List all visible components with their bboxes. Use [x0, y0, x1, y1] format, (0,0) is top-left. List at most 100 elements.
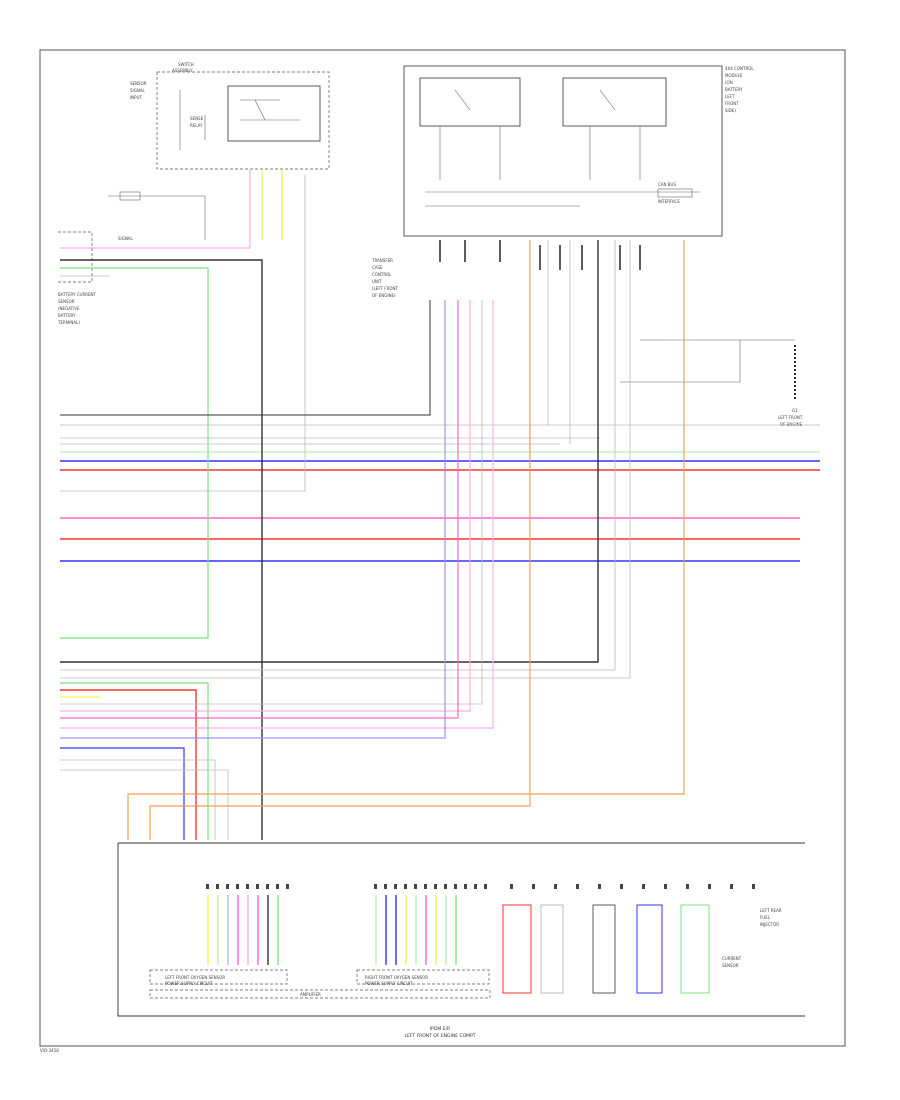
top-left-module-left-3: INPUT	[130, 95, 143, 100]
wire-layer	[60, 170, 820, 965]
right-ground-label-3: OF ENGINE	[780, 422, 803, 427]
pin-marker	[394, 884, 397, 889]
pin-marker	[286, 884, 289, 889]
pin-marker	[730, 884, 733, 889]
wire-21	[60, 689, 197, 840]
pin-marker	[424, 884, 427, 889]
wire-32	[149, 240, 531, 840]
svg-text:(LEFT FRONT: (LEFT FRONT	[372, 286, 398, 291]
pin-marker	[484, 884, 487, 889]
left-module: SIGNAL BATTERY CURRENT SENSOR (NEGATIVE …	[57, 231, 134, 325]
top-left-module-left-1: SENSOR	[130, 81, 147, 86]
wire-19	[60, 240, 631, 679]
top-left-module-left-2: SIGNAL	[130, 88, 146, 93]
pin-marker	[256, 884, 259, 889]
pin-marker	[554, 884, 557, 889]
bottom-mid-block: AMPLIFIER	[300, 992, 321, 997]
pin-marker	[598, 884, 601, 889]
top-right-inner-2: INTERFACE	[658, 199, 680, 204]
wire-14	[60, 259, 263, 840]
bottom-far-right-1: LEFT REAR	[760, 908, 782, 913]
bottom-sub-label-1: CURRENT	[722, 956, 742, 961]
pin-marker	[384, 884, 387, 889]
bottom-far-right-3: INJECTOR	[760, 922, 779, 927]
top-left-module-title-1: SWITCH	[178, 62, 194, 67]
wire-25	[60, 300, 459, 719]
top-right-title-3: (ON	[725, 80, 733, 85]
pin-marker	[206, 884, 209, 889]
pin-marker	[404, 884, 407, 889]
left-module-caption-4: BATTERY	[58, 313, 76, 318]
wire-24	[60, 300, 471, 712]
wire-29	[60, 759, 216, 840]
reference-code: V/D-3458	[40, 1048, 59, 1053]
pin-marker	[236, 884, 239, 889]
pin-marker	[620, 884, 623, 889]
wire-33	[60, 300, 431, 416]
wire-11	[60, 170, 251, 249]
wire-17	[60, 240, 599, 663]
right-ground-label-2: LEFT FRONT	[778, 415, 803, 420]
pin-marker	[246, 884, 249, 889]
wire-10	[60, 175, 306, 492]
diagram-frame	[39, 49, 846, 1047]
pin-layer	[206, 884, 755, 889]
top-right-title-7: SIDE)	[725, 108, 736, 113]
top-right-title-5: LEFT	[725, 94, 735, 99]
side-switch	[108, 191, 206, 240]
top-right-module: 4X4 CONTROL MODULE (ON BATTERY LEFT FRON…	[403, 65, 754, 237]
pin-marker	[414, 884, 417, 889]
pin-marker	[510, 884, 513, 889]
bottom-caption-1: IPDM E/R	[430, 1026, 450, 1032]
center-connector-caption: TRANSFER CASE CONTROL UNIT (LEFT FRONT O…	[371, 258, 398, 298]
bottom-right-block-2: POWER SUPPLY CIRCUIT	[365, 981, 413, 986]
bottom-sub-label-2: SENSOR	[722, 963, 739, 968]
right-ground-label-1: G1	[792, 408, 798, 413]
top-right-title-6: FRONT	[725, 101, 739, 106]
svg-text:CASE: CASE	[372, 265, 383, 270]
bottom-caption-2: LEFT FRONT OF ENGINE COMPT	[404, 1033, 475, 1039]
top-left-module-inner-1: SENSE	[190, 116, 204, 121]
svg-text:CONTROL: CONTROL	[372, 272, 392, 277]
right-ground: G1 LEFT FRONT OF ENGINE	[620, 339, 803, 427]
pin-marker	[752, 884, 755, 889]
pin-marker	[266, 884, 269, 889]
pin-marker	[216, 884, 219, 889]
pin-marker	[532, 884, 535, 889]
wire-20	[60, 682, 209, 840]
svg-text:OF ENGINE): OF ENGINE)	[372, 293, 396, 298]
wire-28	[60, 747, 185, 840]
wire-27	[60, 300, 446, 739]
left-module-pin-label: SIGNAL	[118, 236, 134, 241]
svg-text:UNIT: UNIT	[372, 279, 382, 284]
pin-marker	[686, 884, 689, 889]
pin-marker	[464, 884, 467, 889]
bottom-left-block-2: POWER SUPPLY CIRCUIT	[165, 981, 213, 986]
pin-marker	[708, 884, 711, 889]
pin-marker	[642, 884, 645, 889]
pin-marker	[454, 884, 457, 889]
top-left-module-title-2: ASSEMBLY	[172, 68, 193, 73]
left-module-caption-1: BATTERY CURRENT	[58, 292, 97, 297]
pin-marker	[434, 884, 437, 889]
bottom-left-block-1: LEFT FRONT OXYGEN SENSOR	[165, 975, 225, 980]
top-left-module-inner-2: RELAY	[190, 123, 203, 128]
wire-30	[60, 769, 229, 840]
pin-marker	[576, 884, 579, 889]
pin-marker	[374, 884, 377, 889]
wire-26	[60, 300, 494, 729]
bottom-far-right-2: FUEL	[760, 915, 771, 920]
bottom-module: LEFT FRONT OXYGEN SENSOR POWER SUPPLY CI…	[117, 842, 805, 1039]
pin-marker	[444, 884, 447, 889]
svg-text:TRANSFER: TRANSFER	[371, 258, 393, 263]
top-right-title-2: MODULE	[725, 73, 743, 78]
left-module-caption-2: SENSOR	[58, 299, 75, 304]
top-right-title-4: BATTERY	[725, 87, 743, 92]
pin-marker	[664, 884, 667, 889]
left-module-caption-5: TERMINAL)	[57, 320, 80, 325]
top-right-title-1: 4X4 CONTROL	[725, 66, 754, 71]
wire-18	[60, 240, 616, 671]
bottom-right-block-1: RIGHT FRONT OXYGEN SENSOR	[365, 975, 428, 980]
pin-marker	[226, 884, 229, 889]
